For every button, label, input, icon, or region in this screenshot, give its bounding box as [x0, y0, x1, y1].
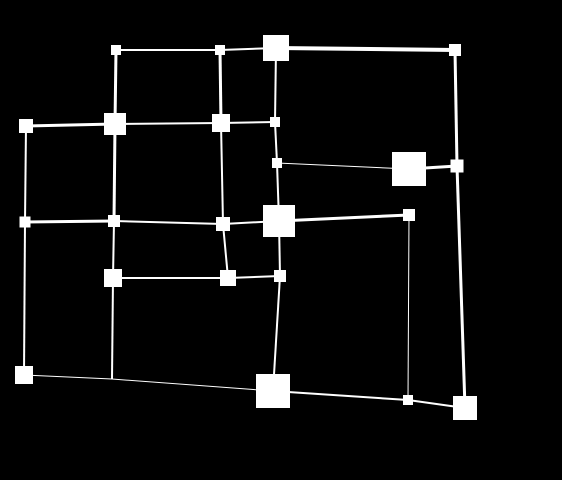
node-e3 — [274, 270, 286, 282]
edge-e3-f2 — [272, 275, 281, 392]
edge-d4-d5 — [278, 213, 410, 223]
node-f1 — [15, 366, 33, 384]
node-c3 — [450, 159, 464, 173]
node-e1 — [104, 269, 122, 287]
node-a2 — [215, 45, 225, 55]
edge-d3-e2 — [222, 223, 229, 279]
edge-b4-c1 — [274, 121, 278, 164]
edge-f1-f1x — [23, 374, 113, 380]
edge-d2-d3 — [113, 220, 224, 225]
node-b4 — [270, 117, 280, 127]
node-a3 — [263, 35, 289, 61]
node-c2 — [392, 152, 426, 186]
node-b2 — [104, 113, 126, 135]
edge-f1x-f2 — [111, 378, 274, 392]
edge-d1-f1 — [23, 221, 26, 376]
node-d3 — [216, 217, 230, 231]
node-a4 — [449, 44, 461, 56]
edge-a2-b3 — [218, 49, 223, 124]
node-b1 — [19, 119, 33, 133]
edge-c1-c2 — [276, 162, 410, 170]
edge-b1-b2 — [25, 122, 116, 128]
edge-d1-d2 — [24, 219, 115, 224]
edge-a4-c3 — [453, 49, 459, 167]
node-f3 — [403, 395, 413, 405]
node-d1 — [19, 216, 31, 228]
edge-b3-d3 — [220, 122, 224, 225]
edge-e1-f1x — [111, 277, 114, 380]
edge-b2-d2 — [112, 123, 117, 222]
diagram-edges — [23, 46, 467, 409]
diagram-nodes — [15, 35, 477, 420]
edge-b1-d1 — [24, 125, 27, 223]
node-f2 — [256, 374, 290, 408]
edge-f2-f3 — [272, 390, 409, 401]
edge-d5-f3 — [407, 214, 410, 401]
edge-e2-e3 — [227, 275, 281, 279]
edge-b2-b3 — [114, 122, 222, 125]
node-a1 — [111, 45, 121, 55]
edge-c3-f4 — [455, 165, 467, 409]
edge-a1-b2 — [113, 49, 118, 125]
node-d5 — [403, 209, 415, 221]
node-b3 — [212, 114, 230, 132]
node-e2 — [220, 270, 236, 286]
edge-a3-a4 — [275, 46, 456, 52]
node-d4 — [263, 205, 295, 237]
node-d2 — [108, 215, 120, 227]
edge-d2-e1 — [112, 220, 115, 279]
node-c1 — [272, 158, 282, 168]
node-f4 — [453, 396, 477, 420]
